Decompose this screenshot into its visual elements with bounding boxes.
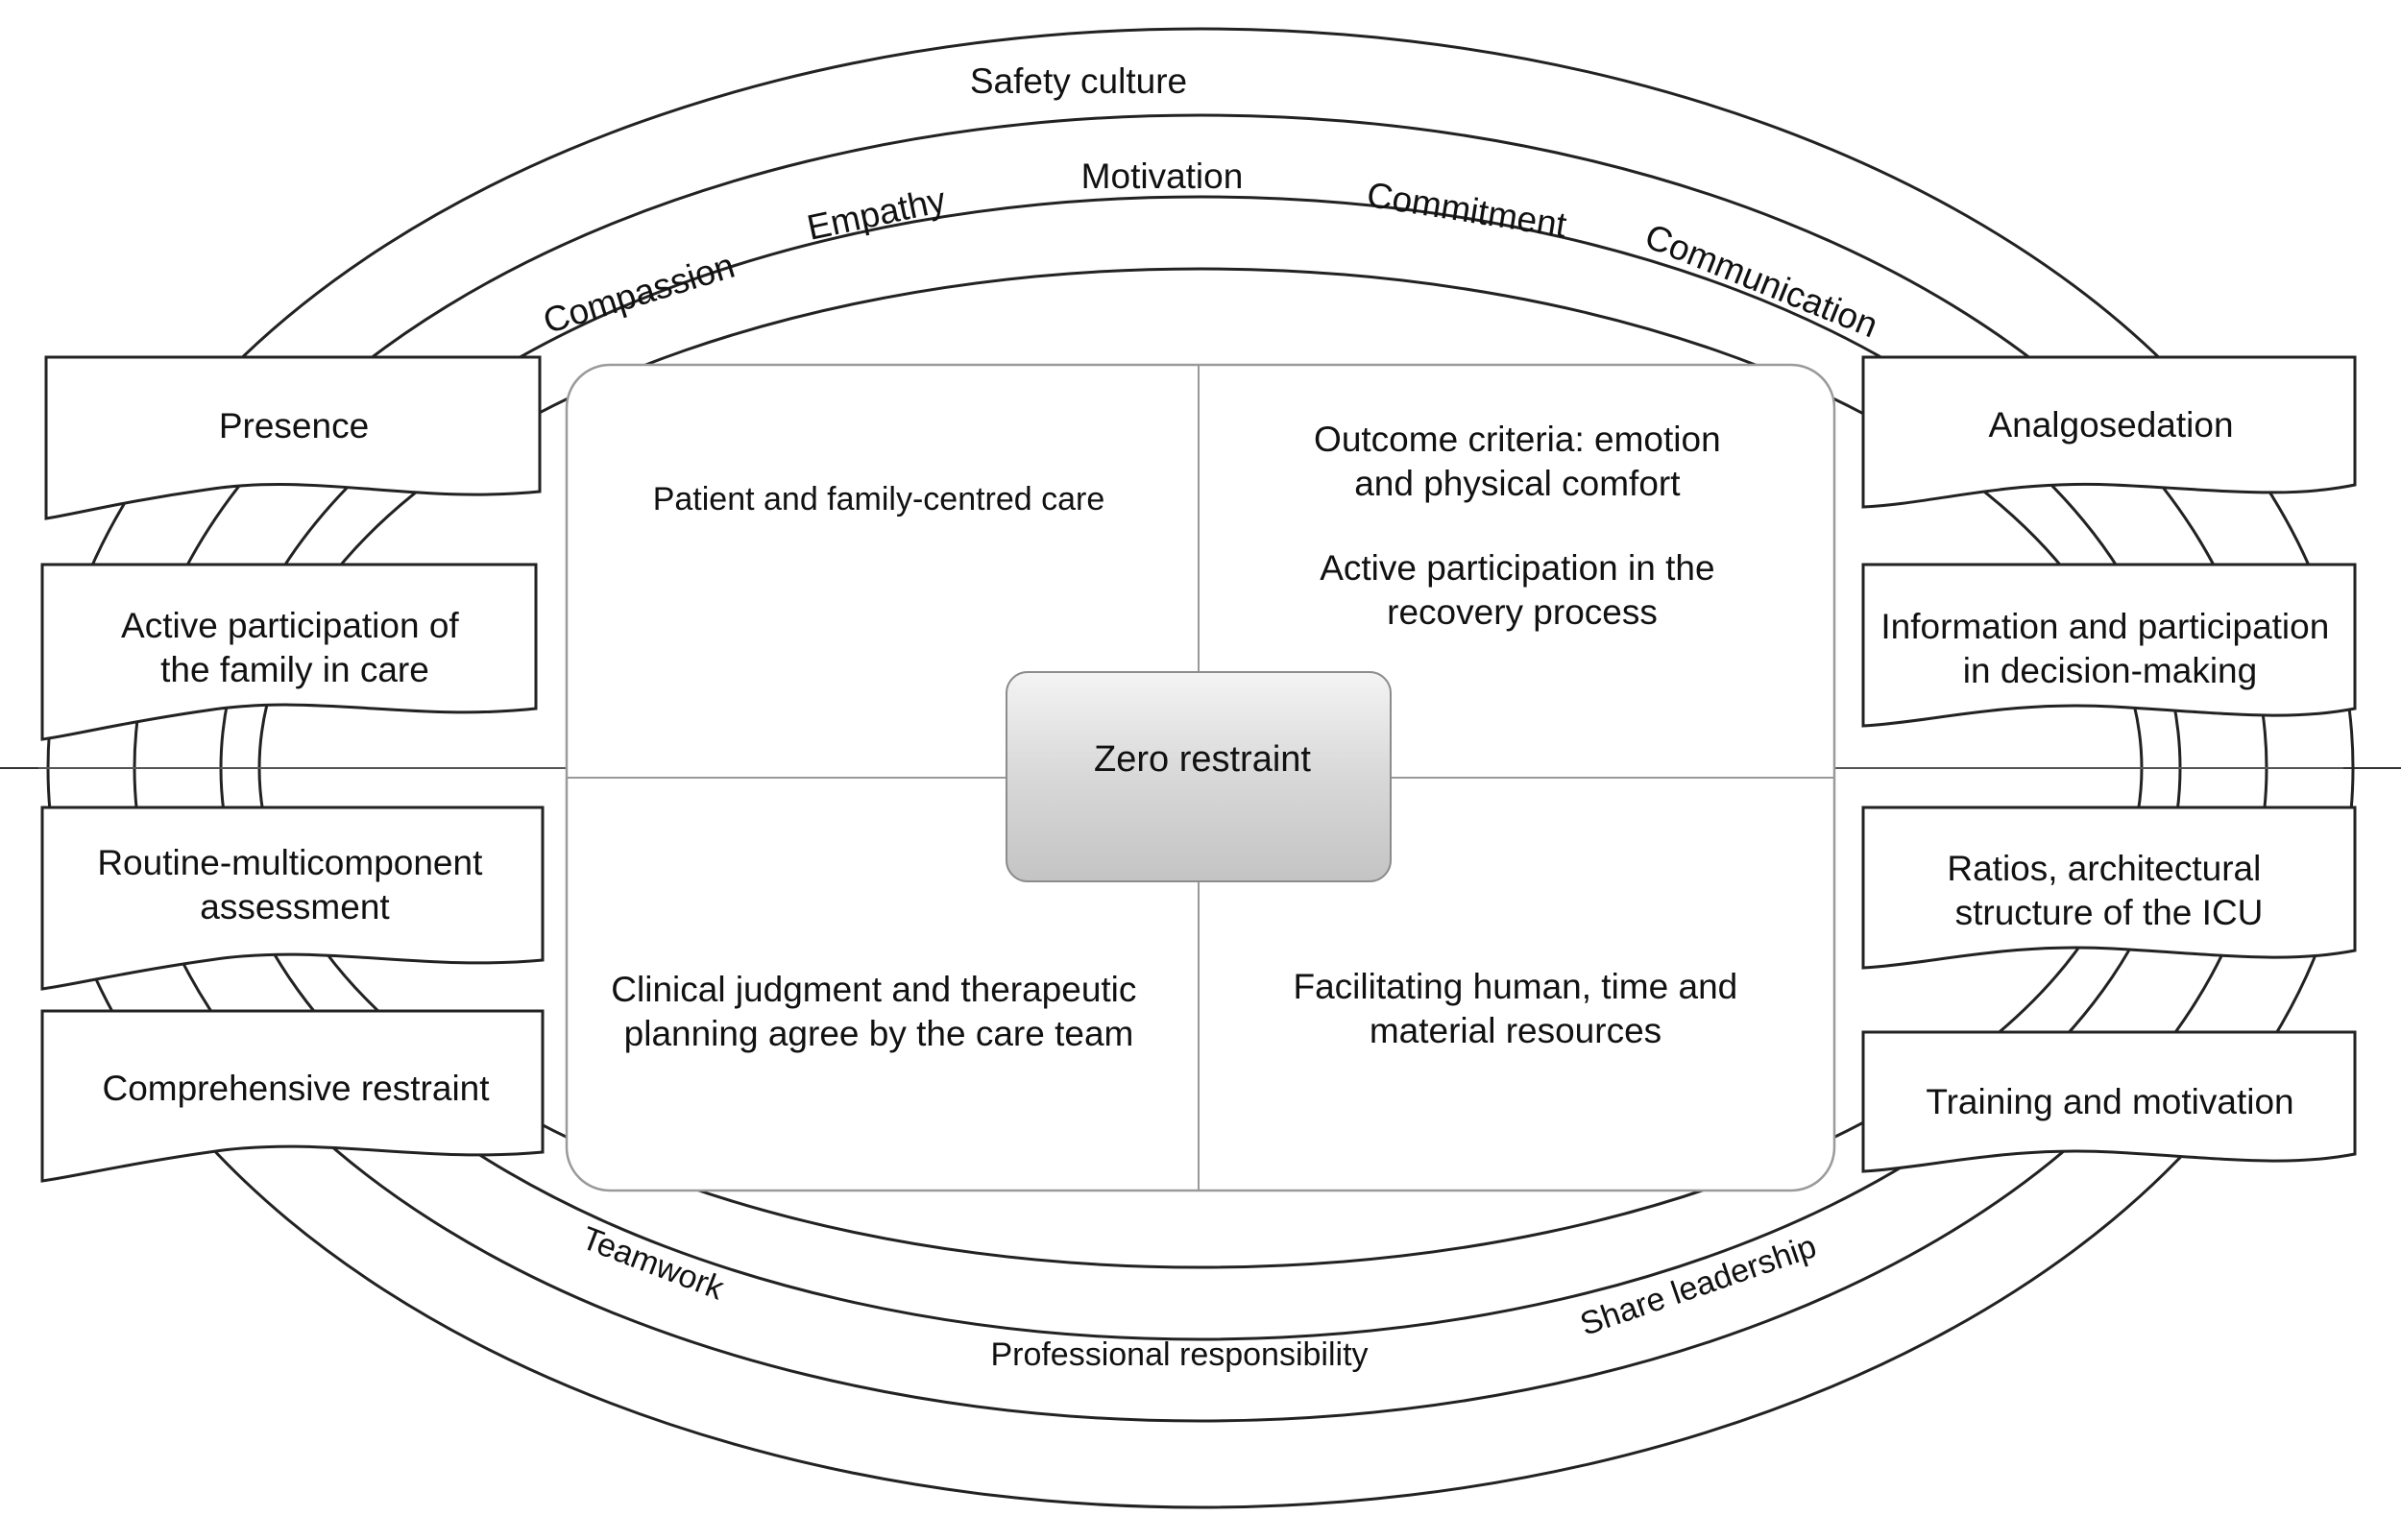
arc-label-professional-responsibility: Professional responsibility [990, 1336, 1368, 1373]
right-box-ratios-text: Ratios, architectural structure of the I… [1947, 849, 2270, 932]
left-box-assessment-text: Routine-multicomponent assessment [97, 843, 492, 926]
quadrant-bottom-right: Facilitating human, time and material re… [1293, 967, 1747, 1050]
right-box-information-text: Information and participation in decisio… [1880, 607, 2339, 690]
arc-label-compassion: Compassion [539, 246, 740, 341]
quadrant-top-right-line: and physical comfort [1354, 464, 1681, 503]
arc-label-commitment: Commitment [1364, 175, 1569, 245]
left-box-presence-text: Presence [219, 406, 369, 445]
quadrant-bottom-left-line: planning agree by the care team [624, 1014, 1134, 1053]
quadrant-bottom-right-line: material resources [1370, 1011, 1661, 1050]
right-box-ratios [1861, 806, 2357, 970]
quadrant-top-right: Outcome criteria: emotion and physical c… [1314, 420, 1731, 632]
quadrant-bottom-left-line: Clinical judgment and therapeutic [611, 970, 1136, 1009]
quadrant-top-right-line: Active participation in the [1320, 548, 1714, 588]
quadrant-top-right-line: Outcome criteria: emotion [1314, 420, 1721, 459]
right-box-analgosedation [1861, 355, 2357, 509]
arc-label-teamwork: Teamwork [577, 1219, 730, 1307]
quadrant-top-left-line: Patient and family-centred care [653, 481, 1105, 517]
left-boxes: Presence Active participation of the fam… [40, 355, 545, 1183]
right-box-training [1861, 1030, 2357, 1173]
quadrant-top-right-line: recovery process [1387, 592, 1658, 632]
quadrant-bottom-right-line: Facilitating human, time and [1293, 967, 1737, 1006]
left-box-presence [44, 355, 542, 520]
safety-culture-label: Safety culture [970, 61, 1187, 101]
right-box-information [1861, 563, 2357, 728]
left-box-family [40, 563, 538, 741]
arc-label-motivation: Motivation [1081, 156, 1244, 196]
quadrant-top-left: Patient and family-centred care [653, 481, 1105, 517]
quadrant-bottom-left: Clinical judgment and therapeutic planni… [611, 970, 1146, 1053]
center-box [1006, 671, 1392, 882]
right-box-analgosedation-text: Analgosedation [1988, 405, 2233, 445]
arc-label-empathy: Empathy [804, 180, 950, 248]
right-boxes: Analgosedation Information and participa… [1861, 355, 2357, 1173]
left-box-assessment [40, 806, 545, 991]
center-label: Zero restraint [1094, 739, 1311, 780]
left-box-restraint-text: Comprehensive restraint [102, 1069, 490, 1108]
right-box-training-text: Training and motivation [1926, 1082, 2293, 1121]
arc-label-communication: Communication [1639, 216, 1883, 345]
left-box-restraint [40, 1009, 545, 1183]
left-box-family-text: Active participation of the family in ca… [121, 606, 469, 689]
